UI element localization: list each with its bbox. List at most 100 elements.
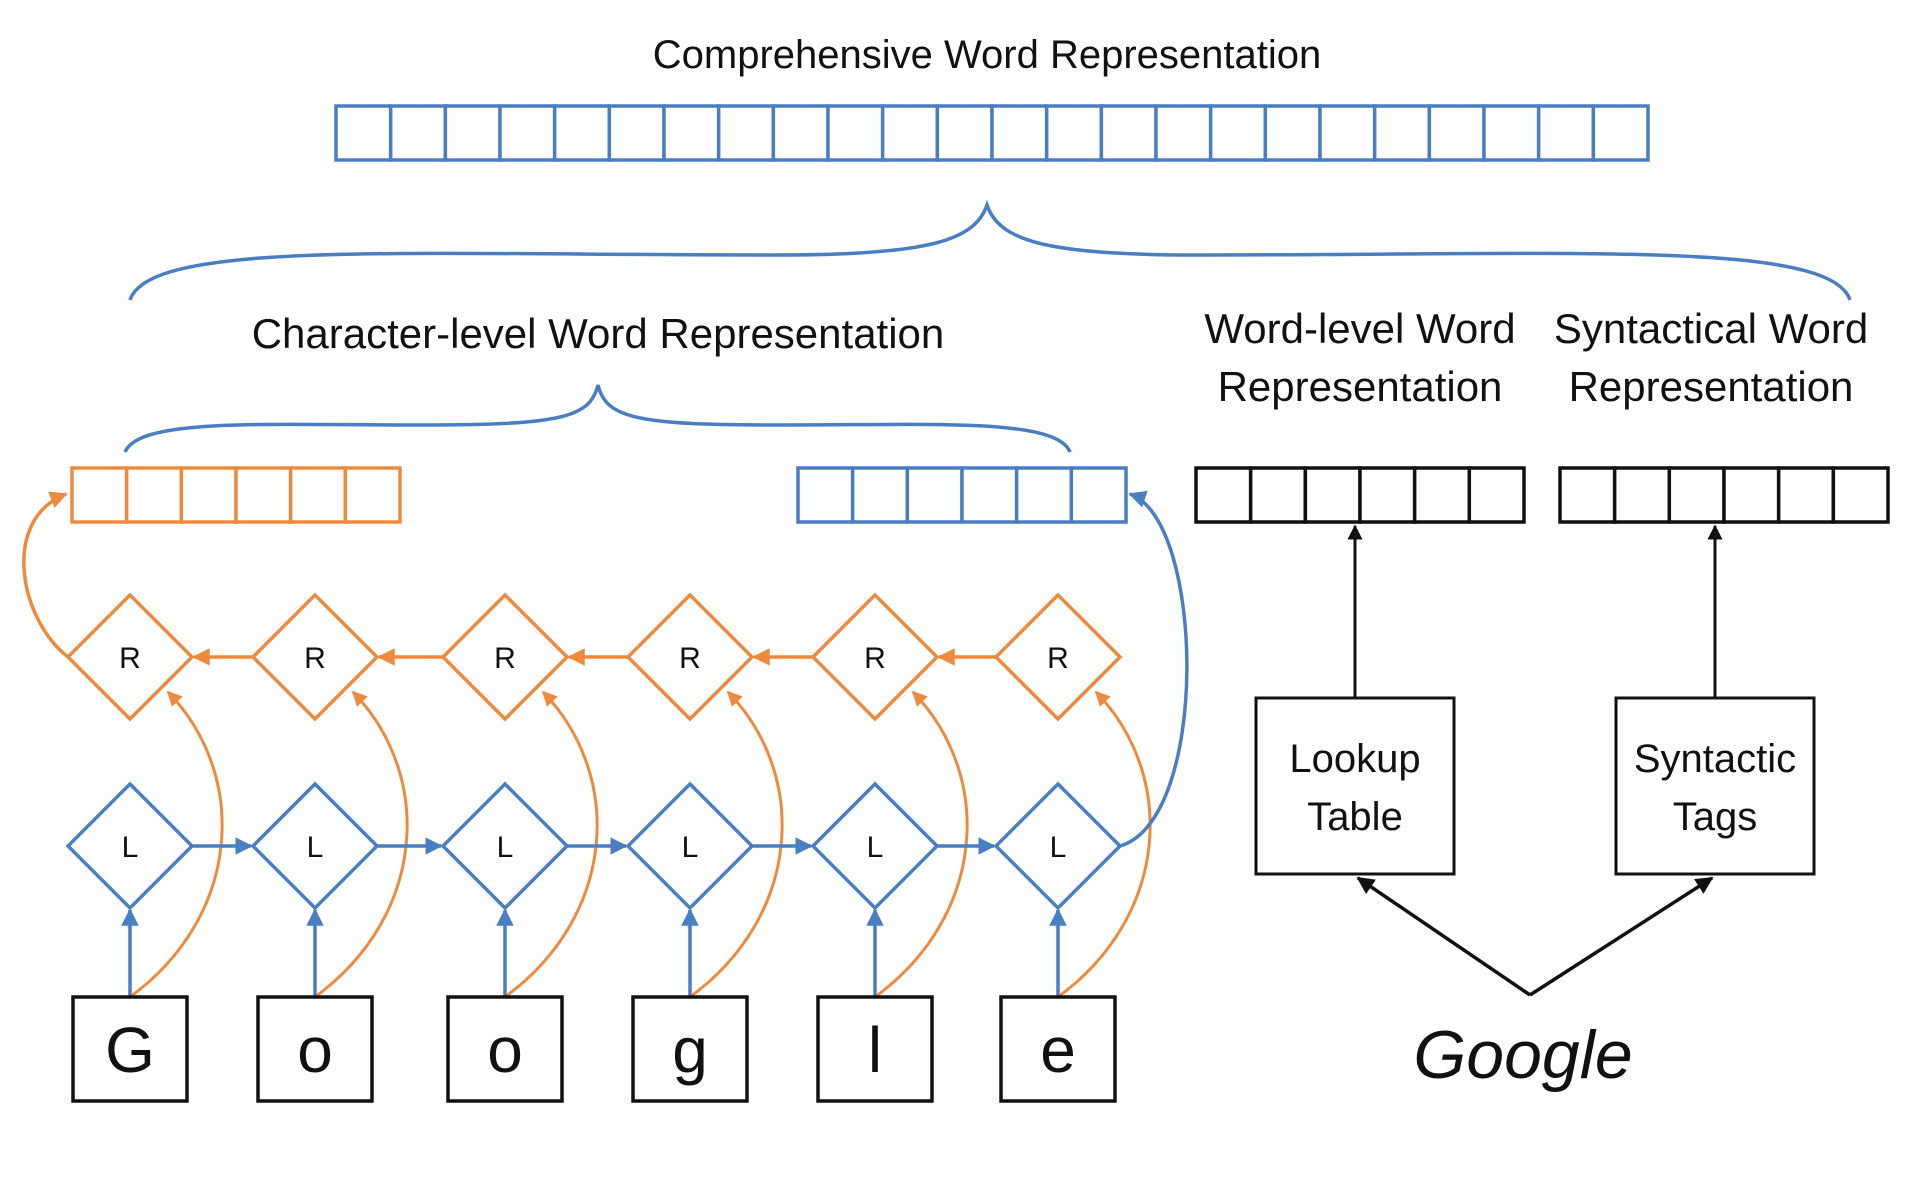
char-box: g <box>631 995 749 1103</box>
backward-node: R <box>65 592 195 722</box>
syntactical-title-line1: Syntactical Word <box>1554 305 1868 352</box>
char-forward-vector-cell <box>1014 466 1074 524</box>
backward-node: R <box>625 592 755 722</box>
word-level-vector <box>1194 466 1526 524</box>
char-backward-vector-cell <box>70 466 129 524</box>
char-level-brace <box>123 384 1072 453</box>
comprehensive-title: Comprehensive Word Representation <box>653 33 1322 77</box>
word-level-vector-cell <box>1412 466 1472 524</box>
word-level-vector-cell <box>1194 466 1253 524</box>
char-box: G <box>71 995 189 1103</box>
char-box: o <box>256 995 374 1103</box>
comprehensive-vector-cell <box>498 104 557 162</box>
char-backward-vector-cell <box>179 466 238 524</box>
comprehensive-vector-cell <box>716 104 776 162</box>
char-label: o <box>487 1014 523 1086</box>
forward-node-label: L <box>867 831 884 864</box>
char-forward-vector-cell <box>960 466 1019 524</box>
char-backward-vector-cell <box>124 466 184 524</box>
forward-node: L <box>65 781 195 911</box>
forward-node-label: L <box>682 831 699 864</box>
syntactic-vector-cell <box>1558 466 1617 524</box>
forward-node: L <box>440 781 570 911</box>
comprehensive-vector-cell <box>388 104 448 162</box>
char-box: o <box>446 995 564 1103</box>
char-box: e <box>999 995 1117 1103</box>
char-label: e <box>1040 1014 1076 1086</box>
backward-node: R <box>250 592 380 722</box>
comprehensive-vector-cell <box>1427 104 1486 162</box>
syntactical-title-line2: Representation <box>1569 363 1854 410</box>
comprehensive-vector-cell <box>607 104 666 162</box>
forward-node-label: L <box>497 831 514 864</box>
char-forward-vector-cell <box>905 466 964 524</box>
comprehensive-vector-cell <box>935 104 994 162</box>
backward-node: R <box>993 592 1123 722</box>
comprehensive-vector-cell <box>990 104 1049 162</box>
syntactic-vector-cell <box>1612 466 1672 524</box>
char-forward-vector-cell <box>796 466 855 524</box>
char-level-title: Character-level Word Representation <box>252 310 945 357</box>
char-forward-vector-cell <box>850 466 910 524</box>
lookup-table-label-line1: Lookup <box>1289 737 1420 781</box>
syntactic-vector-cell <box>1722 466 1781 524</box>
comprehensive-vector-cell <box>1318 104 1377 162</box>
comprehensive-vector-cell <box>1591 104 1650 162</box>
char-box: l <box>816 995 934 1103</box>
forward-node: L <box>625 781 755 911</box>
char-backward-vector-cell <box>234 466 293 524</box>
comprehensive-vector-cell <box>1536 104 1596 162</box>
syntactic-vector <box>1558 466 1890 524</box>
char-label: g <box>672 1014 708 1086</box>
forward-node-label: L <box>1050 831 1067 864</box>
backward-node: R <box>440 592 570 722</box>
comprehensive-vector-cell <box>1208 104 1268 162</box>
syntactic-vector-cell <box>1667 466 1726 524</box>
forward-node-label: L <box>307 831 324 864</box>
backward-node-label: R <box>679 642 701 675</box>
comprehensive-vector-cell <box>1044 104 1104 162</box>
comprehensive-vector-cell <box>1263 104 1322 162</box>
forward-to-vector-arrow <box>1119 490 1189 848</box>
comprehensive-vector-cell <box>880 104 940 162</box>
word-level-vector-cell <box>1358 466 1417 524</box>
syntactic-vector-cell <box>1831 466 1890 524</box>
comprehensive-vector-cell <box>1482 104 1541 162</box>
word-level-vector-cell <box>1467 466 1526 524</box>
char-to-backward-arrow <box>1057 690 1152 999</box>
google-to-tags-arrow <box>1529 876 1714 997</box>
char-label: l <box>868 1014 882 1086</box>
char-backward-vector-cell <box>343 466 402 524</box>
char-label: G <box>105 1014 155 1086</box>
char-label: o <box>297 1014 333 1086</box>
comprehensive-vector-cell <box>1372 104 1432 162</box>
backward-node-label: R <box>494 642 516 675</box>
char-backward-vector-cell <box>288 466 348 524</box>
word-level-vector-cell <box>1248 466 1308 524</box>
comprehensive-vector-cell <box>662 104 721 162</box>
word-level-title-line1: Word-level Word <box>1204 305 1515 352</box>
comprehensive-vector-cell <box>334 104 393 162</box>
google-to-lookup-arrow <box>1356 876 1531 997</box>
backward-node-label: R <box>304 642 326 675</box>
word-google: Google <box>1413 1017 1632 1093</box>
forward-node-label: L <box>122 831 139 864</box>
comprehensive-brace <box>128 199 1852 301</box>
comprehensive-vector-cell <box>826 104 885 162</box>
syntactic-tags-label-line2: Tags <box>1673 795 1758 839</box>
arrows <box>22 490 1189 999</box>
comprehensive-vector-cell <box>552 104 612 162</box>
comprehensive-vector <box>334 104 1650 162</box>
syntactic-tags-label-line1: Syntactic <box>1634 737 1796 781</box>
comprehensive-vector-cell <box>443 104 502 162</box>
char-forward-vector <box>796 466 1128 524</box>
backward-node-label: R <box>1047 642 1069 675</box>
comprehensive-vector-cell <box>1154 104 1213 162</box>
comprehensive-vector-cell <box>1099 104 1158 162</box>
syntactic-vector-cell <box>1776 466 1836 524</box>
comprehensive-vector-cell <box>771 104 830 162</box>
backward-to-vector-arrow <box>22 491 70 659</box>
char-backward-vector <box>70 466 402 524</box>
